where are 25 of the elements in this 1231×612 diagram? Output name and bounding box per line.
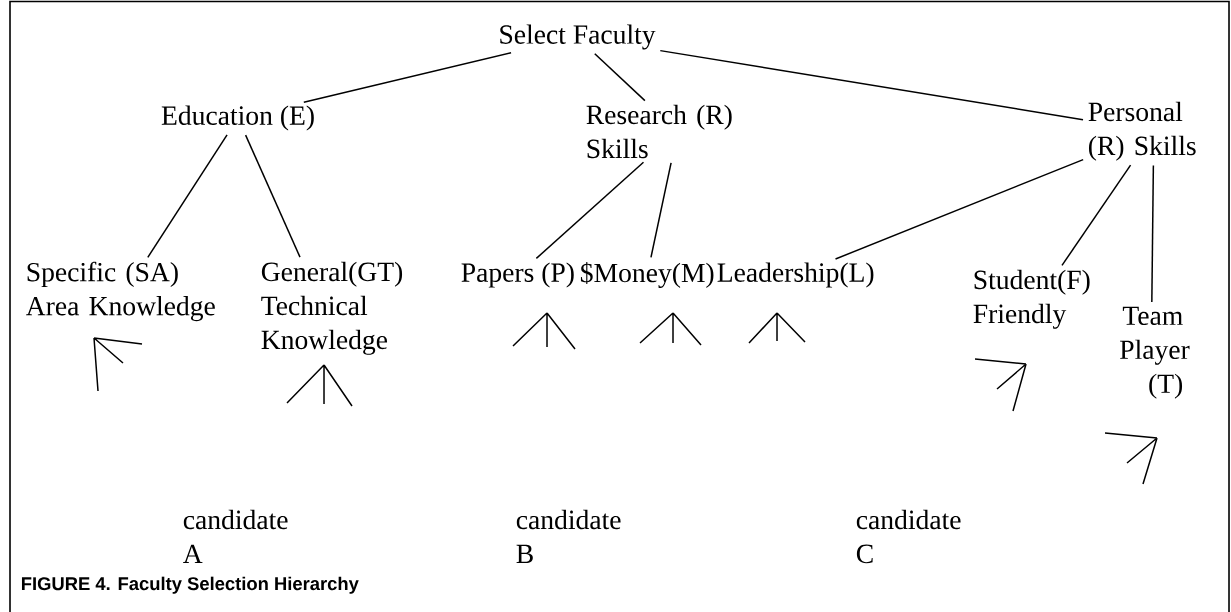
node-label: Team Player (T) xyxy=(1120,306,1190,399)
node-label: Education (E) xyxy=(161,105,314,131)
connector-line xyxy=(594,52,646,102)
node-label: candidate B xyxy=(516,509,621,563)
node-label: Specific (SA) Area Knowledge xyxy=(26,261,215,322)
node-label: Personal (R) Skills xyxy=(1088,101,1196,161)
node-label: candidate A xyxy=(183,509,288,563)
node-label: Papers (P) xyxy=(461,262,574,288)
connector-line xyxy=(834,158,1084,260)
node-label: Select Faculty xyxy=(500,24,656,50)
figure-caption: FIGURE 4. Faculty Selection Hierarchy xyxy=(22,576,359,594)
node-label: Leadership(L) xyxy=(717,262,874,288)
connector-line xyxy=(535,161,645,260)
connector-line xyxy=(659,49,1084,121)
connector-line xyxy=(303,52,512,104)
connector-line xyxy=(1061,164,1132,267)
node-label: $Money(M) xyxy=(580,262,714,288)
connector-line xyxy=(244,134,301,258)
node-label: General(GT) Technical Knowledge xyxy=(261,261,403,355)
node-label: Research (R) Skills xyxy=(586,104,732,159)
connector-line xyxy=(650,162,672,259)
connector-line xyxy=(147,134,228,259)
node-label: candidate C xyxy=(856,509,961,564)
node-label: Student(F) Friendly xyxy=(973,269,1090,329)
connector-line xyxy=(1151,164,1155,303)
